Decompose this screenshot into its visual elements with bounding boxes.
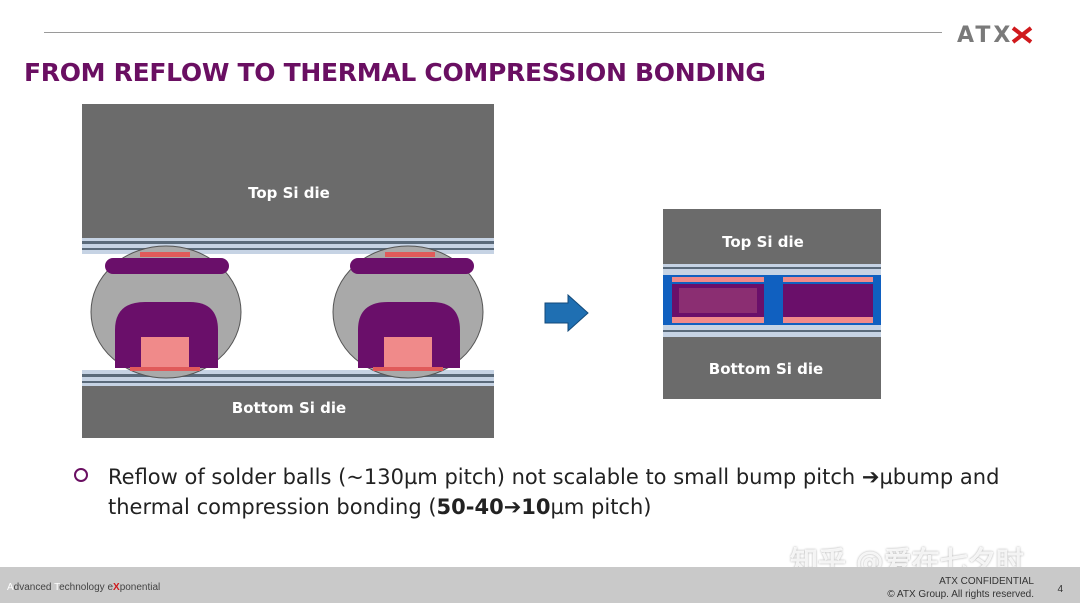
slide-title: FROM REFLOW TO THERMAL COMPRESSION BONDI… (24, 58, 766, 87)
footer: Advanced Technology eXponential ATX CONF… (0, 567, 1080, 603)
tcb-diagram: Top Si die Bottom Si die (663, 209, 881, 399)
reflow-top-die-label: Top Si die (248, 184, 330, 202)
reflow-bottom-die-label: Bottom Si die (232, 399, 346, 417)
bottom-si-die (82, 386, 494, 438)
header-rule (44, 32, 942, 33)
solder-ball-left (90, 245, 242, 379)
solder-ball-right (332, 245, 484, 379)
bullet-text: Reflow of solder balls (~130µm pitch) no… (108, 462, 1008, 522)
bullet-line-2: thermal compression bonding (50-40➔10µm … (108, 495, 652, 519)
tcb-bottom-si-die (663, 337, 881, 399)
tcb-bottom-die-label: Bottom Si die (709, 360, 823, 378)
top-si-die (82, 104, 494, 238)
page-number: 4 (1057, 584, 1063, 595)
tcb-top-si-die (663, 209, 881, 264)
bullet-line-1: Reflow of solder balls (~130µm pitch) no… (108, 465, 1000, 489)
tcb-top-die-label: Top Si die (722, 233, 804, 251)
atx-logo: ATX (957, 23, 1033, 46)
logo-text: ATX (957, 23, 1013, 46)
right-arrow-icon (544, 293, 589, 333)
footer-confidential: ATX CONFIDENTIAL © ATX Group. All rights… (887, 576, 1034, 600)
bullet-circle-icon (74, 468, 88, 482)
footer-tagline: Advanced Technology eXponential (7, 582, 161, 593)
